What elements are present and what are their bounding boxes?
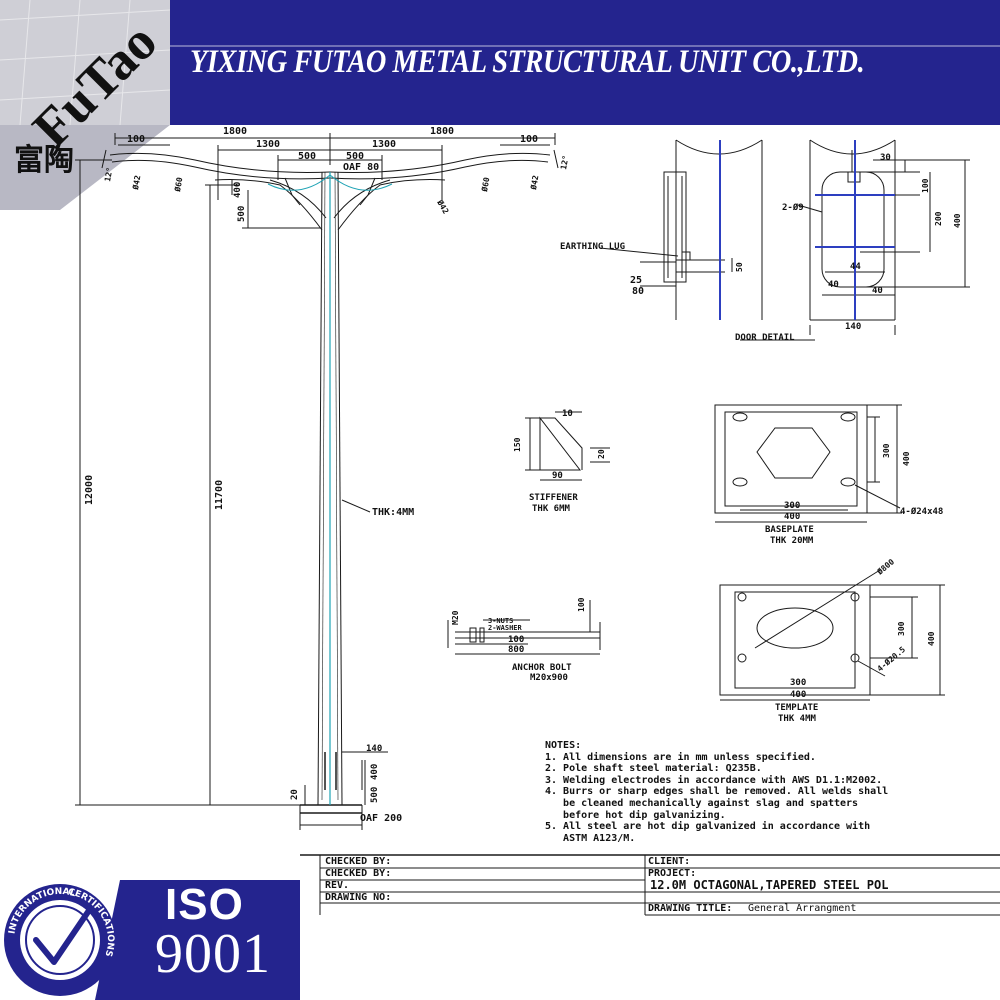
template-title: TEMPLATE — [775, 703, 818, 713]
note-line: 4. Burrs or sharp edges shall be removed… — [545, 786, 889, 798]
notes-block: NOTES: 1. All dimensions are in mm unles… — [545, 740, 965, 844]
drawing-title-value: General Arrangment — [748, 903, 857, 914]
dim-door-200: 200 — [934, 211, 943, 226]
rev-label: REV. — [325, 880, 350, 891]
dim-1800-left: 1800 — [223, 126, 247, 137]
label-earthing-lug: EARTHING LUG — [560, 242, 625, 252]
template-thk: THK 4MM — [778, 714, 817, 724]
dim-baseplate-300: 300 — [784, 501, 800, 511]
baseplate-thk: THK 20MM — [770, 536, 814, 546]
checked-by-1: CHECKED BY: — [325, 856, 392, 867]
note-line: 1. All dimensions are in mm unless speci… — [545, 751, 816, 763]
company-title: YIXING FUTAO METAL STRUCTURAL UNIT CO.,L… — [190, 44, 865, 80]
dim-11700: 11700 — [214, 480, 225, 510]
dim-template-800: Ø800 — [874, 556, 896, 577]
dim-door-50: 50 — [735, 262, 744, 272]
dim-100-right: 100 — [520, 134, 538, 145]
dim-12000: 12000 — [84, 475, 95, 505]
stiffener-thk: THK 6MM — [532, 504, 571, 514]
dim-thk-4mm: THK:4MM — [372, 507, 414, 518]
dim-r1-right: Ø42 — [528, 174, 541, 191]
dim-r2-left: Ø60 — [172, 176, 185, 193]
dim-500-right: 500 — [346, 151, 364, 162]
dim-template-300: 300 — [790, 678, 806, 688]
dim-anchor-100v: 100 — [577, 597, 586, 612]
project-label: PROJECT: — [648, 868, 697, 879]
dim-140-base: 140 — [366, 744, 382, 754]
baseplate-title: BASEPLATE — [765, 525, 814, 535]
dim-stiffener-10: 10 — [562, 409, 573, 419]
dim-door-400: 400 — [953, 213, 962, 228]
checked-by-2: CHECKED BY: — [325, 868, 392, 879]
dim-1800-right: 1800 — [430, 126, 454, 137]
dim-door-40b: 40 — [872, 286, 883, 296]
dim-oaf80: OAF 80 — [343, 162, 379, 173]
dim-r1-left: Ø42 — [130, 174, 143, 191]
dim-500-arm: 500 — [237, 206, 247, 222]
baseplate-holes: 4-Ø24x48 — [900, 506, 943, 517]
dim-angle-right: 12° — [559, 155, 570, 171]
note-line: 3. Welding electrodes in accordance with… — [545, 774, 883, 786]
dim-1300-left: 1300 — [256, 139, 280, 150]
template-holes: 4-Ø20.5 — [875, 644, 907, 673]
dim-400-arm: 400 — [233, 182, 243, 198]
note-line: 5. All steel are hot dip galvanized in a… — [545, 821, 871, 833]
dim-stiffener-20: 20 — [597, 449, 606, 459]
dim-baseplate-300v: 300 — [882, 443, 891, 458]
drawing-no-label: DRAWING NO: — [325, 892, 392, 903]
dim-400-base: 400 — [370, 764, 380, 780]
anchor-size: M20x900 — [530, 673, 568, 683]
dim-door-100: 100 — [921, 178, 930, 193]
note-line: be cleaned mechanically against slag and… — [545, 797, 859, 809]
iso-text: ISO — [165, 880, 244, 929]
dim-r3-right: Ø42 — [435, 197, 451, 216]
logo-chinese: 富陶 — [14, 143, 74, 178]
client-label: CLIENT: — [648, 856, 691, 867]
dim-template-400: 400 — [790, 690, 806, 700]
dim-r2-right: Ø60 — [479, 176, 492, 193]
iso-number: 9001 — [155, 923, 271, 985]
dim-stiffener-150: 150 — [513, 437, 522, 452]
dim-anchor-800: 800 — [508, 645, 524, 655]
dim-door-80: 80 — [632, 286, 644, 297]
dim-oaf200: OAF 200 — [360, 813, 402, 824]
dim-door-44: 44 — [850, 262, 861, 272]
dim-stiffener-90: 90 — [552, 471, 563, 481]
project-value: 12.0M OCTAGONAL,TAPERED STEEL POL — [650, 878, 889, 892]
dim-angle-left: 12° — [103, 167, 114, 183]
dim-door-30: 30 — [880, 153, 891, 163]
notes-heading: NOTES: — [545, 740, 582, 751]
dim-20-base: 20 — [290, 789, 300, 800]
anchor-title: ANCHOR BOLT — [512, 663, 572, 673]
note-line: ASTM A123/M. — [545, 832, 636, 844]
dim-1300-right: 1300 — [372, 139, 396, 150]
dim-template-400v: 400 — [927, 631, 936, 646]
anchor-washer: 2-WASHER — [488, 624, 523, 632]
anchor-m20: M20 — [451, 610, 460, 625]
dim-template-300v: 300 — [897, 621, 906, 636]
iso-9001-badge: INTERNATIONAL CERTIFICATIONS — [0, 858, 300, 1000]
dim-baseplate-400: 400 — [784, 512, 800, 522]
dim-baseplate-400v: 400 — [902, 451, 911, 466]
dim-500-left: 500 — [298, 151, 316, 162]
dim-door-2phi9: 2-Ø9 — [782, 202, 804, 213]
futao-logo: 富陶 FuTao — [0, 0, 170, 210]
dim-door-40a: 40 — [828, 280, 839, 290]
note-line: before hot dip galvanizing. — [545, 809, 726, 821]
drawing-title-label: DRAWING TITLE: — [648, 903, 733, 914]
dim-door-25: 25 — [630, 275, 642, 286]
anchor-nuts: 3-NUTS — [488, 617, 513, 625]
note-line: 2. Pole shaft steel material: Q235B. — [545, 763, 762, 775]
dim-anchor-100: 100 — [508, 635, 524, 645]
dim-door-140: 140 — [845, 322, 861, 332]
check-icon — [33, 903, 95, 965]
door-detail-title: DOOR DETAIL — [735, 333, 795, 343]
dim-500-base: 500 — [370, 787, 380, 803]
dim-100-left: 100 — [127, 134, 145, 145]
stiffener-title: STIFFENER — [529, 493, 578, 503]
